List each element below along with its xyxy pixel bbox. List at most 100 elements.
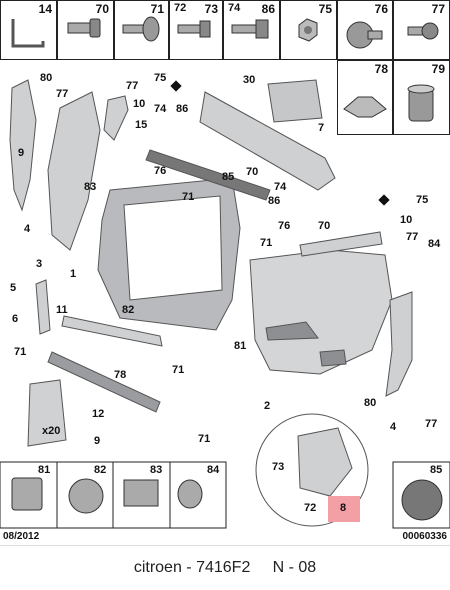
multiplier-label: x20 bbox=[42, 425, 61, 437]
part-7-crossmember bbox=[199, 91, 336, 191]
cell-number: 73 bbox=[204, 2, 218, 16]
callout-74: 74 bbox=[154, 103, 167, 115]
cell-85-star-washer bbox=[401, 479, 443, 521]
callout-10: 10 bbox=[400, 214, 413, 226]
rivet-nut-icon bbox=[407, 84, 435, 122]
callout-2: 2 bbox=[264, 400, 271, 412]
screw-icon bbox=[67, 18, 101, 38]
cell-number: 77 bbox=[431, 2, 445, 16]
callout-76: 76 bbox=[278, 220, 291, 232]
part-4-left-bracket bbox=[47, 91, 101, 251]
callout-75: 75 bbox=[416, 194, 429, 206]
cell-number: 76 bbox=[374, 2, 388, 16]
parts-diagram-sheet: 14 70 71 72 73 74 86 75 76 77 78 79 bbox=[0, 0, 450, 542]
callout-71: 71 bbox=[172, 364, 185, 376]
callout-12: 12 bbox=[92, 408, 105, 420]
callout-71: 71 bbox=[14, 346, 27, 358]
cell-number: 74 bbox=[228, 2, 241, 14]
cell-number: 72 bbox=[174, 2, 187, 14]
callout-73: 73 bbox=[272, 461, 285, 473]
caption-brand: citroen bbox=[133, 559, 182, 576]
cell-81-clip bbox=[11, 477, 43, 511]
callout-86: 86 bbox=[268, 195, 281, 207]
callout-83: 83 bbox=[84, 181, 97, 193]
cell-71: 71 bbox=[114, 0, 169, 60]
callout-71: 71 bbox=[198, 433, 211, 445]
cell-number: 14 bbox=[38, 2, 52, 16]
callout-8: 8 bbox=[340, 502, 347, 514]
screw-head-icon bbox=[346, 21, 383, 49]
cell-number-85: 85 bbox=[430, 464, 443, 476]
caption-separator: - bbox=[181, 559, 197, 576]
cell-number-82: 82 bbox=[94, 464, 107, 476]
cell-78: 78 bbox=[337, 60, 393, 135]
part-11-lower-strip bbox=[61, 315, 163, 347]
callout-74: 74 bbox=[274, 181, 287, 193]
callout-81: 81 bbox=[234, 340, 247, 352]
callout-30: 30 bbox=[243, 74, 256, 86]
part-5-left-flap bbox=[35, 279, 51, 335]
callout-78: 78 bbox=[114, 369, 127, 381]
part-9-clip-x20 bbox=[27, 379, 67, 447]
cell-77: 77 bbox=[393, 0, 450, 60]
cell-82-washer bbox=[68, 478, 104, 514]
caption-bar: citroen - 7416F2 N - 08 bbox=[0, 545, 450, 590]
part-12-bottom-strip bbox=[47, 351, 161, 413]
cell-76: 76 bbox=[337, 0, 393, 60]
callout-3: 3 bbox=[36, 258, 43, 270]
callout-80: 80 bbox=[364, 397, 377, 409]
callout-4: 4 bbox=[24, 223, 31, 235]
cell-79: 79 bbox=[393, 60, 450, 135]
bolt-icon bbox=[177, 20, 211, 38]
callout-1: 1 bbox=[70, 268, 77, 280]
caption-gap bbox=[250, 559, 272, 577]
cell-number: 75 bbox=[318, 2, 332, 16]
callout-15: 15 bbox=[135, 119, 148, 131]
cell-84-push-rivet bbox=[177, 479, 203, 509]
cell-number-84: 84 bbox=[207, 464, 220, 476]
callout-72: 72 bbox=[304, 502, 317, 514]
callout-77: 77 bbox=[425, 418, 438, 430]
cell-number: 79 bbox=[431, 62, 445, 76]
cell-number-81: 81 bbox=[38, 464, 51, 476]
hex-bolt-icon bbox=[231, 19, 269, 39]
spring-clip-icon bbox=[343, 96, 387, 118]
callout-4: 4 bbox=[390, 421, 397, 433]
caption-page: N - 08 bbox=[272, 559, 317, 576]
part-30-block bbox=[267, 79, 323, 123]
nut-icon bbox=[298, 18, 318, 42]
callout-9: 9 bbox=[94, 435, 101, 447]
callout-84: 84 bbox=[428, 238, 441, 250]
cell-75: 75 bbox=[280, 0, 337, 60]
callout-71: 71 bbox=[182, 191, 195, 203]
cell-number: 71 bbox=[150, 2, 164, 16]
callout-80: 80 bbox=[40, 72, 53, 84]
footer-date: 08/2012 bbox=[3, 531, 40, 542]
clip-icon bbox=[407, 22, 439, 40]
highlight-box bbox=[328, 496, 360, 522]
callout-82: 82 bbox=[122, 304, 135, 316]
part-4-wheel-arch bbox=[385, 291, 413, 397]
callout-86: 86 bbox=[176, 103, 189, 115]
cell-74-86: 74 86 bbox=[223, 0, 280, 60]
cell-number: 86 bbox=[261, 2, 275, 16]
part-10-upper-strip bbox=[103, 95, 129, 141]
callout-77: 77 bbox=[56, 88, 69, 100]
callout-11: 11 bbox=[56, 304, 68, 316]
part-10-right-strip bbox=[299, 231, 383, 257]
bracket-icon bbox=[11, 19, 45, 48]
cell-14: 14 bbox=[0, 0, 57, 60]
part-15-grille-strip bbox=[145, 149, 271, 201]
callout-5: 5 bbox=[10, 282, 17, 294]
callout-75: 75 bbox=[154, 72, 167, 84]
callout-77: 77 bbox=[406, 231, 419, 243]
cell-83-cage-nut bbox=[123, 479, 159, 507]
callout-71: 71 bbox=[260, 237, 273, 249]
part-9-side-trim bbox=[9, 79, 37, 212]
part-2-bumper-cover bbox=[249, 249, 393, 375]
cell-number-83: 83 bbox=[150, 464, 163, 476]
callout-70: 70 bbox=[246, 166, 259, 178]
cell-number: 70 bbox=[95, 2, 109, 16]
callout-70: 70 bbox=[318, 220, 331, 232]
cell-72-73: 72 73 bbox=[169, 0, 223, 60]
